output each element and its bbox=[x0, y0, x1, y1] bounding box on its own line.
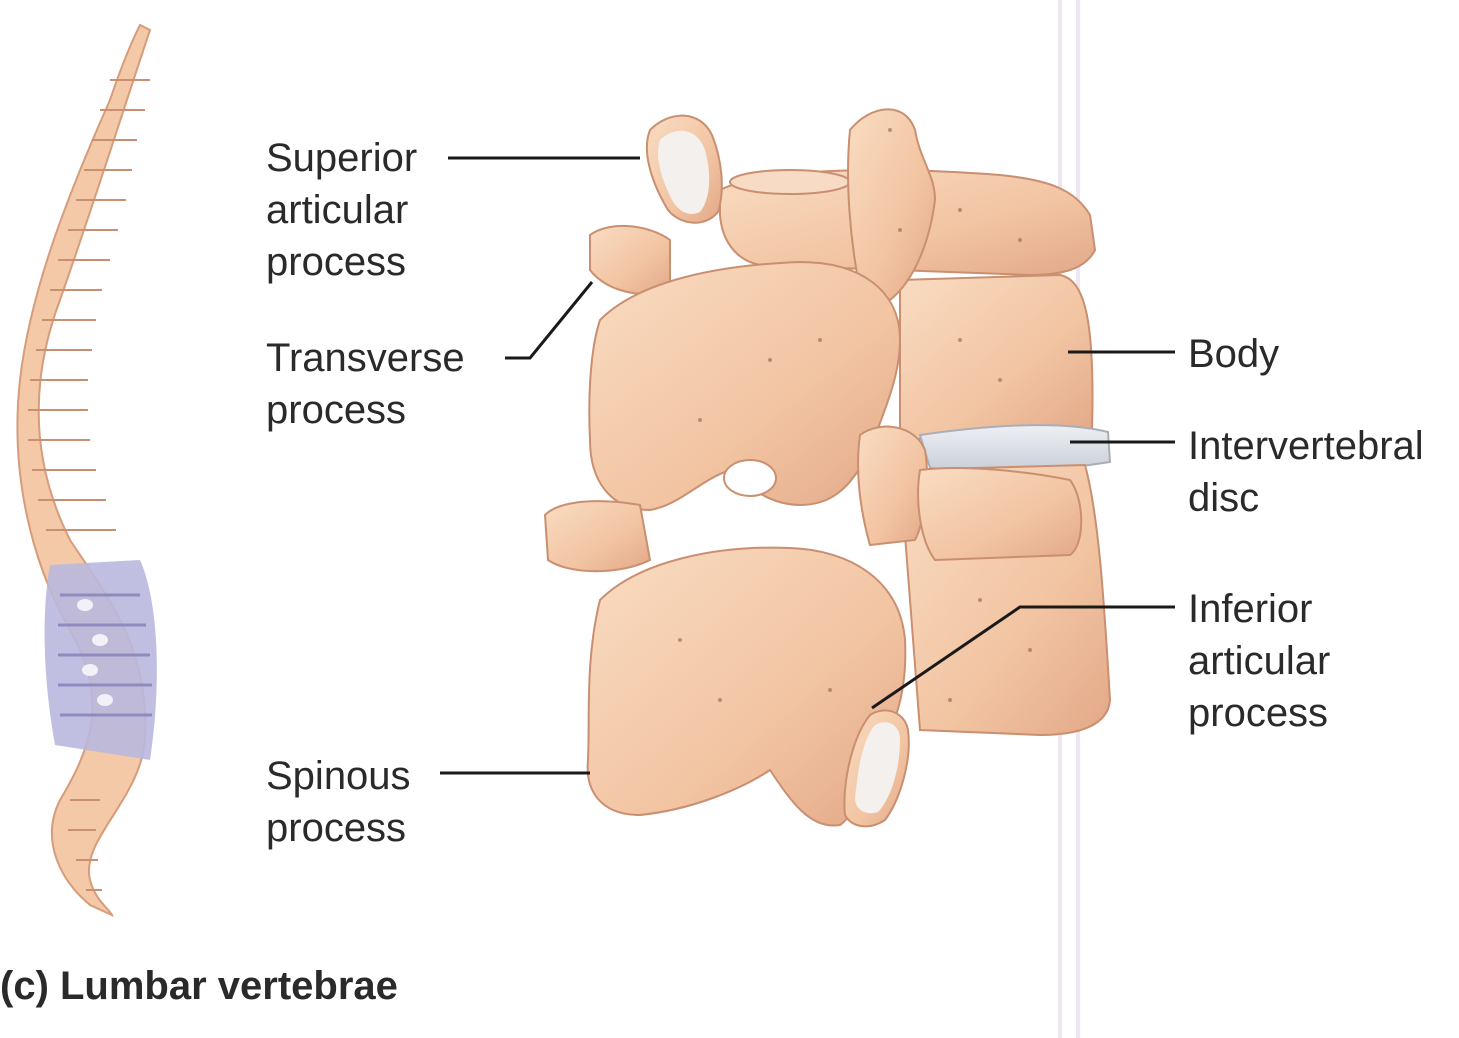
label-superior-articular-process: Superior articular process bbox=[266, 136, 418, 284]
label-inferior-articular-process: Inferior articular process bbox=[1188, 587, 1331, 735]
lower-arch-spinous bbox=[586, 546, 907, 827]
label-body: Body bbox=[1188, 332, 1280, 376]
figure-caption: (c) Lumbar vertebrae bbox=[0, 964, 398, 1008]
lumbar-region-highlight bbox=[44, 560, 157, 760]
inferior-articular-process-upper bbox=[857, 425, 928, 547]
middle-body bbox=[899, 273, 1094, 442]
leader-lines bbox=[440, 156, 1175, 775]
leader-transverse bbox=[505, 281, 594, 360]
vertebrae-illustration bbox=[543, 108, 1112, 828]
leader-inferior-articular bbox=[871, 605, 1175, 710]
label-intervertebral-disc: Intervertebral disc bbox=[1188, 424, 1424, 520]
label-transverse-process: Transverse process bbox=[266, 336, 465, 432]
transverse-process-lower bbox=[543, 500, 652, 573]
spine-overview bbox=[16, 23, 157, 917]
bone-speckles bbox=[678, 128, 1032, 702]
upper-arch bbox=[588, 260, 902, 512]
label-spinous-process: Spinous process bbox=[266, 754, 411, 850]
transverse-process-upper bbox=[589, 224, 671, 295]
upper-crest bbox=[847, 108, 937, 302]
